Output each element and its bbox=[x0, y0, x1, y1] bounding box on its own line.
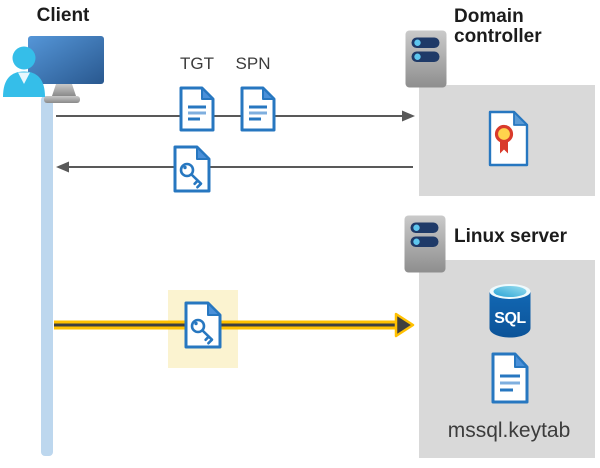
linux-server-title: Linux server bbox=[454, 226, 567, 247]
ticket-response-arrow bbox=[56, 161, 413, 173]
certificate-icon bbox=[488, 110, 529, 167]
keytab-file-label: mssql.keytab bbox=[447, 419, 571, 442]
sql-icon-text: SQL bbox=[494, 310, 526, 327]
ticket-key-document-icon bbox=[173, 145, 211, 193]
tgt-label: TGT bbox=[180, 54, 214, 73]
client-lifeline bbox=[41, 96, 53, 456]
keytab-key-document-icon bbox=[184, 301, 222, 349]
domain-controller-title: Domain controller bbox=[454, 6, 542, 47]
keytab-document-icon bbox=[491, 352, 529, 404]
sql-database-icon: SQL bbox=[489, 284, 531, 338]
spn-document-icon bbox=[240, 86, 276, 132]
client-user-icon bbox=[3, 46, 45, 97]
linux-server-icon bbox=[404, 215, 446, 273]
spn-label: SPN bbox=[235, 54, 271, 73]
sql-auth-arrow bbox=[54, 312, 415, 338]
domain-server-icon bbox=[405, 30, 447, 88]
tgt-spn-request-arrow bbox=[56, 110, 415, 122]
tgt-document-icon bbox=[179, 86, 215, 132]
client-title: Client bbox=[36, 5, 90, 26]
client-computer-icon bbox=[3, 36, 104, 103]
